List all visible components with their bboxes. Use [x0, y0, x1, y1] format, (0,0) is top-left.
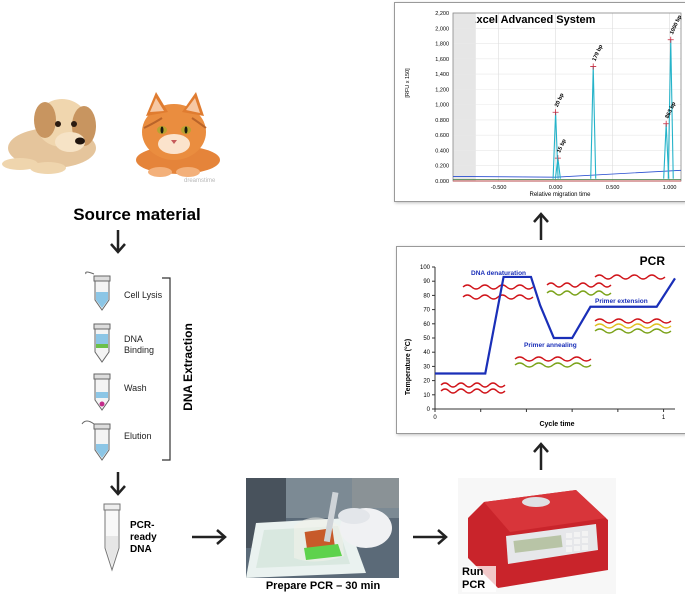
- pcr-y-tick-label: 30: [423, 364, 430, 370]
- qiaxcel-y-tick-label: 0.800: [435, 118, 449, 124]
- pcr-ready-label: PCR-ready DNA: [130, 520, 157, 555]
- qiaxcel-peak-marker: [667, 36, 674, 43]
- prepare-pcr-photo: [246, 478, 399, 578]
- watermark-text: dreamstime: [184, 178, 216, 184]
- strand-denaturation-2: [462, 294, 534, 300]
- qiaxcel-peak-marker: [590, 63, 597, 70]
- qiaxcel-peak: [590, 66, 597, 179]
- qiaxcel-y-tick-label: 0.400: [435, 148, 449, 154]
- pcr-y-tick-label: 40: [423, 350, 430, 356]
- arrow-down-2: [110, 472, 126, 496]
- source-material-title: Source material: [73, 205, 201, 224]
- qiaxcel-x-tick-label: 0.500: [606, 185, 620, 191]
- pcr-y-tick-label: 0: [427, 407, 431, 413]
- strand-extension-2: [594, 323, 672, 329]
- qiaxcel-y-tick-label: 1,600: [435, 57, 449, 63]
- qiaxcel-y-tick-label: 1,400: [435, 72, 449, 78]
- strand-annealed-2: [514, 362, 592, 368]
- qiaxcel-peak-label: 20 bp: [554, 92, 566, 108]
- pcr-y-tick-label: 80: [423, 293, 430, 299]
- pcr-annotation-denaturation: DNA denaturation: [471, 270, 526, 277]
- pcr-xlabel: Cycle time: [539, 421, 574, 428]
- pcr-y-tick-label: 60: [423, 322, 430, 328]
- pcr-chart-title: PCR: [640, 254, 666, 268]
- dog-photo: [0, 88, 112, 178]
- step-dna-binding: DNA Binding: [124, 334, 155, 355]
- qiaxcel-x-tick-label: 0.000: [549, 185, 563, 191]
- arrow-up-1: [533, 442, 549, 470]
- arrow-right-2: [413, 529, 448, 545]
- qiaxcel-y-tick-label: 0.200: [435, 164, 449, 170]
- pcr-y-tick-label: 70: [423, 308, 430, 314]
- qiaxcel-title: QIAxcel Advanced System: [457, 14, 596, 26]
- prepare-pcr-label: Prepare PCR – 30 min: [265, 580, 381, 592]
- arrow-right-1: [192, 529, 227, 545]
- strand-top-1: [594, 274, 666, 280]
- qiaxcel-y-tick-label: 1,800: [435, 42, 449, 48]
- pcr-y-tick-label: 20: [423, 379, 430, 385]
- qiaxcel-peak-label: 179 bp: [592, 43, 605, 62]
- strand-denaturation-1: [462, 284, 534, 290]
- step-cell-lysis: Cell Lysis: [124, 290, 163, 300]
- qiaxcel-ylabel: [RFU x 150]: [405, 68, 411, 98]
- pcr-chart: PCR Temperature (°C) Cycle time 10090807…: [404, 254, 676, 428]
- strand-extension-3: [594, 328, 672, 334]
- pcr-y-tick-label: 10: [423, 393, 430, 399]
- step-elution: Elution: [124, 431, 152, 441]
- pcr-annotation-extension: Primer extension: [595, 298, 648, 305]
- qiaxcel-xlabel: Relative migration time: [529, 192, 591, 198]
- extraction-bracket: [162, 277, 171, 461]
- qiaxcel-plot-frame: [452, 12, 682, 182]
- strand-annealing-1: [546, 282, 612, 288]
- pcr-annotation-annealing: Primer annealing: [524, 342, 577, 349]
- qiaxcel-x-tick-label: -0.500: [491, 185, 507, 191]
- qiaxcel-x-tick-label: 1.000: [663, 185, 677, 191]
- qiaxcel-chart-panel: QIAxcel Advanced System [RFU x 150] Rela…: [394, 2, 685, 202]
- qiaxcel-baseline-blue: [452, 169, 682, 178]
- qiaxcel-peak-label: 863 bp: [665, 101, 678, 120]
- step-wash: Wash: [124, 383, 147, 393]
- pcr-x-tick-label: 1: [662, 415, 666, 421]
- strand-initial-1: [440, 382, 506, 388]
- qiaxcel-y-tick-label: 1,000: [435, 103, 449, 109]
- extraction-tubes: [78, 268, 128, 468]
- pcr-ready-tube: [103, 503, 121, 572]
- thermocycler-photo: [458, 478, 616, 594]
- qiaxcel-chart: QIAxcel Advanced System [RFU x 150] Rela…: [405, 11, 683, 198]
- qiaxcel-y-tick-label: 2,000: [435, 26, 449, 32]
- qiaxcel-peak-marker: [663, 120, 670, 127]
- arrow-down-1: [110, 230, 126, 254]
- pcr-y-tick-label: 100: [420, 265, 431, 271]
- qiaxcel-y-tick-label: 0.000: [435, 179, 449, 185]
- arrow-up-2: [533, 212, 549, 240]
- qiaxcel-y-tick-label: 2,200: [435, 11, 449, 17]
- run-pcr-label: Run PCR: [462, 566, 496, 592]
- qiaxcel-peak-label: 15 bp: [556, 138, 568, 154]
- strand-extension-1: [594, 318, 672, 324]
- pcr-temperature-line: [435, 275, 676, 375]
- dna-extraction-title: DNA Extraction: [181, 323, 195, 411]
- strand-initial-2: [440, 388, 506, 394]
- pcr-y-tick-label: 90: [423, 279, 430, 285]
- strand-annealing-2: [546, 290, 612, 296]
- pcr-ylabel: Temperature (°C): [404, 339, 412, 395]
- pcr-x-tick-label: 0: [433, 415, 437, 421]
- strand-annealed-1: [514, 356, 592, 362]
- pcr-y-tick-label: 50: [423, 336, 430, 342]
- qiaxcel-y-tick-label: 0.600: [435, 133, 449, 139]
- qiaxcel-y-tick-label: 1,200: [435, 87, 449, 93]
- qiaxcel-peak-marker: [552, 109, 559, 116]
- qiaxcel-shaded-region: [453, 13, 476, 181]
- cat-photo: dreamstime: [126, 88, 238, 186]
